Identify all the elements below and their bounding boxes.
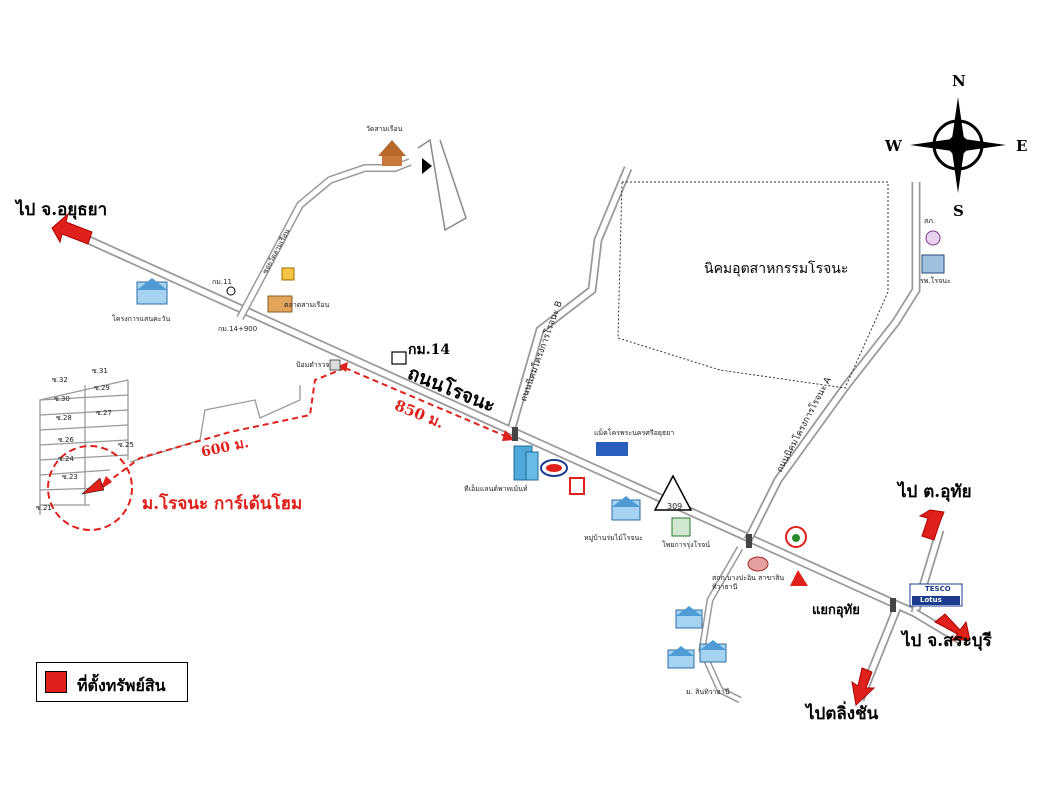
label-km11: กม.11 [212,278,232,286]
road-a [743,182,921,543]
arrow-to-uthai [918,509,945,541]
property-marker [81,477,105,495]
label-sinthiwa: ม. สินทิวาธานี [686,688,730,696]
highway-309-icon [653,474,693,511]
house-icon [699,640,727,663]
legend-label: ที่ตั้งทรัพย์สิน [77,676,166,695]
house-icon [675,606,703,629]
police-station-icon [925,230,941,246]
temple-bank-icon [747,556,769,572]
compass-north: N [952,72,966,90]
soi-label: ซ.29 [94,384,110,392]
honda-icon [790,570,808,586]
km-post-icon [226,286,236,296]
label-km14: กม.14 [408,342,451,358]
label-bank: สกก.บางปะอิน สาขาสินทิวาธานี [712,574,785,592]
label-mac: แม็คโครพระนครศรีอยุธยา [594,429,675,437]
traffic-light-icon [890,598,896,612]
arrowhead [338,362,348,372]
compass-west: W [885,137,902,155]
river [417,138,467,232]
label-village-rojana: หมู่บ้านร่มไม้โรจนะ [584,534,644,542]
building-icon [513,445,539,481]
km14-sign-icon [391,351,407,365]
hospital-icon [671,517,691,537]
map-legend: ที่ตั้งทรัพย์สิน [36,662,188,702]
makro-icon [596,442,628,456]
road-b [507,166,633,429]
lotus-icon [909,583,963,607]
label-police-box: ป้อมตำรวจ [296,361,330,369]
label-temple: วัดสามเรือน [366,125,403,133]
house-icon [611,496,641,521]
compass-south: S [953,202,964,220]
label-to-saraburi: ไป จ.สระบุรี [902,631,992,651]
label-property-name: ม.โรจนะ การ์เด้นโฮม [142,494,303,514]
gas-station-icon [281,267,295,281]
traffic-light-icon [512,427,518,441]
soi-label: ซ.28 [56,414,72,422]
label-to-uthai: ไป ต.อุทัย [898,482,972,502]
hospital-building-icon [921,254,945,274]
label-to-ayutthaya: ไป จ.อยุธยา [16,200,108,220]
label-km-small: กม.14+900 [218,325,258,333]
label-highway-309: 309 [667,502,683,511]
label-lotus-top: TESCO [925,585,951,593]
house-icon [136,278,168,305]
label-hospital-school: โพยการรุ่งโรจน์ [662,541,710,549]
arrow-to-talingchan [851,667,876,707]
checkpoint-icon [422,158,432,174]
soi-label: ซ.21 [36,504,52,512]
industrial-estate-boundary [617,181,889,389]
soi-label: ซ.27 [96,409,112,417]
temple-icon [378,140,406,166]
soi-label: ซ.24 [58,455,74,463]
legend-swatch [45,671,67,693]
soi-label: ซ.25 [118,441,134,449]
label-lotus-bottom: Lotus [920,596,942,604]
compass-east: E [1016,137,1028,155]
compass-rose [910,97,1006,193]
house-icon [667,646,695,669]
soi-label: ซ.31 [92,367,108,375]
label-to-talingchan: ไปตลิ่งชัน [806,704,879,724]
route-to-property [104,367,511,485]
esso-icon [540,459,568,477]
bank-icon [785,526,807,548]
soi-label: ซ.23 [62,473,78,481]
label-industrial-estate: นิคมอุตสาหกรรมโรจนะ [704,261,849,277]
arrowhead [502,430,515,441]
soi-label: ซ.30 [54,395,70,403]
sinthiwa-road [698,546,744,704]
label-market: ตลาดสามเรือน [284,301,330,309]
label-uthai-junction: แยกอุทัย [812,603,860,618]
label-mall: ทีเอ็มแลนด์พาทเม้นท์ [464,485,528,493]
arrow-to-saraburi [934,613,971,641]
traffic-light-icon [746,534,752,548]
shell-icon [569,477,585,495]
arrow-to-ayutthaya [51,212,93,245]
main-road [60,223,917,618]
label-police-station: สภ. [924,217,936,225]
label-hospital-rojana: รพ.โรจนะ [920,277,951,285]
soi-label: ซ.32 [52,376,68,384]
soi-label: ซ.26 [58,436,74,444]
property-circle [47,445,133,531]
label-housing-left: โครงการแสนคะวัน [112,315,171,323]
police-box-icon [329,359,341,371]
market-icon [267,295,293,313]
temple-road [236,158,412,320]
